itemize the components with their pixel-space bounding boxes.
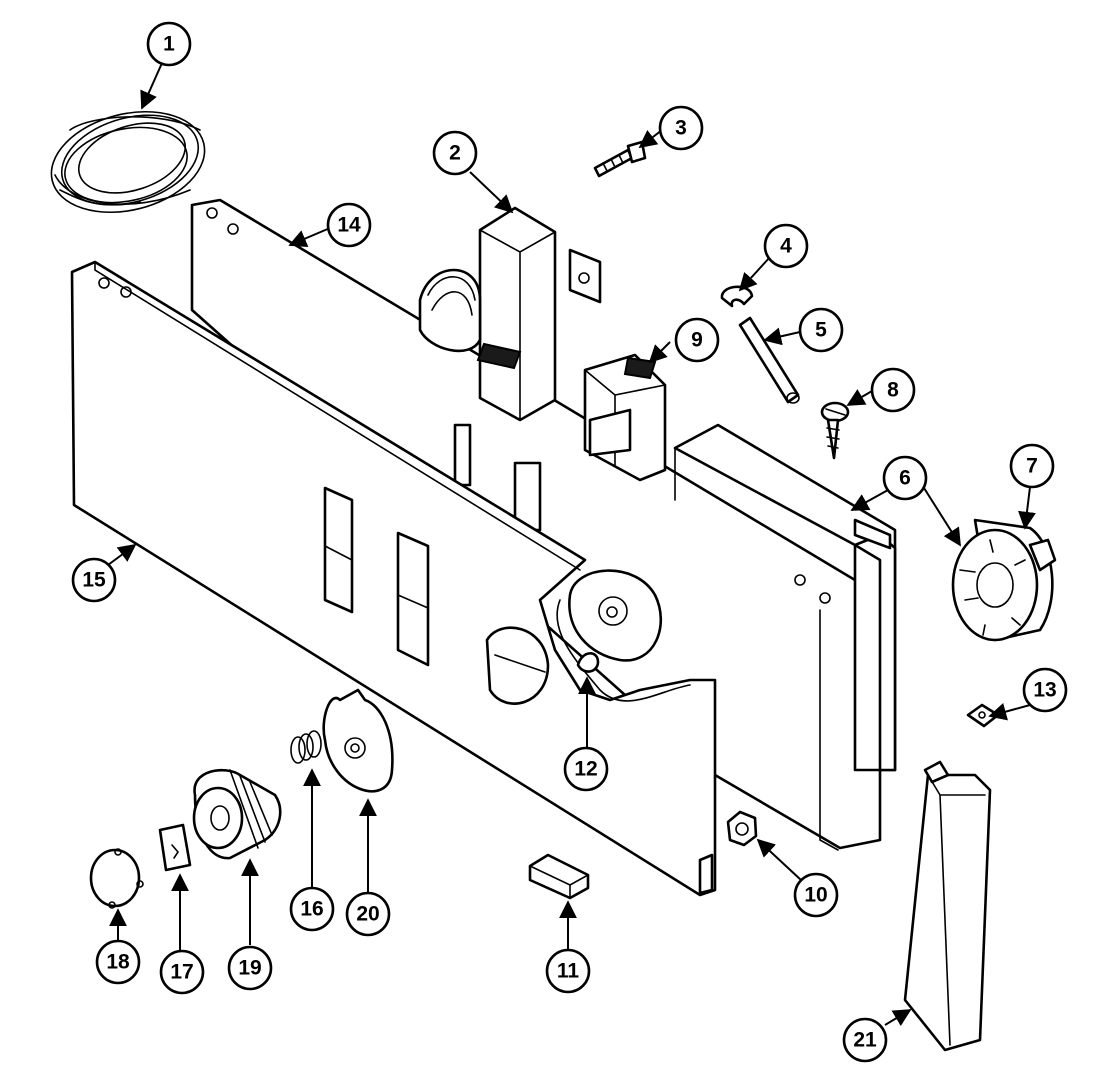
callout-1: 1 — [146, 21, 192, 67]
leader-lines — [107, 62, 1036, 1027]
svg-text:21: 21 — [853, 1029, 877, 1052]
callout-10: 10 — [793, 872, 839, 918]
wire-clip-part — [576, 652, 600, 673]
callout-7: 7 — [1009, 443, 1055, 489]
retaining-ring-part — [720, 285, 754, 308]
svg-text:18: 18 — [106, 951, 130, 974]
knob-cap-part — [89, 848, 144, 909]
console-body-part — [673, 423, 897, 772]
svg-text:4: 4 — [780, 235, 792, 258]
svg-text:16: 16 — [300, 898, 323, 921]
screw-part — [593, 140, 647, 178]
callout-9: 9 — [674, 317, 720, 363]
callout-14: 14 — [326, 202, 372, 248]
callout-11: 11 — [545, 948, 591, 994]
cam-disk-part — [322, 688, 394, 793]
knob-part — [192, 768, 282, 860]
svg-text:3: 3 — [675, 117, 687, 140]
svg-text:7: 7 — [1026, 455, 1038, 478]
callout-17: 17 — [159, 949, 205, 995]
spring-part — [290, 730, 322, 764]
svg-text:15: 15 — [82, 569, 106, 592]
front-control-panel-part — [70, 260, 717, 897]
timer-part — [951, 518, 1057, 642]
callout-15: 15 — [71, 557, 117, 603]
svg-text:8: 8 — [887, 379, 899, 402]
svg-text:14: 14 — [337, 214, 361, 237]
callout-18: 18 — [95, 939, 141, 985]
callout-5: 5 — [798, 307, 844, 353]
callout-20: 20 — [345, 891, 391, 937]
callout-8: 8 — [870, 367, 916, 413]
svg-text:20: 20 — [356, 903, 379, 926]
svg-text:17: 17 — [170, 961, 193, 984]
svg-text:2: 2 — [449, 142, 461, 165]
bracket-post-part — [418, 206, 602, 422]
svg-text:13: 13 — [1033, 679, 1056, 702]
indicator-plate-part — [158, 823, 192, 872]
callout-12: 12 — [563, 746, 609, 792]
svg-text:9: 9 — [691, 329, 703, 352]
svg-text:12: 12 — [574, 758, 597, 781]
svg-text:10: 10 — [804, 884, 827, 907]
svg-text:6: 6 — [899, 467, 911, 490]
callout-13: 13 — [1022, 667, 1068, 713]
callout-6: 6 — [882, 455, 928, 501]
nut-part — [726, 810, 758, 847]
wire-harness-part — [50, 110, 206, 214]
svg-text:19: 19 — [238, 957, 261, 980]
callout-21: 21 — [842, 1017, 888, 1063]
end-cap-part — [903, 760, 992, 1052]
callout-2: 2 — [432, 130, 478, 176]
pin-part — [738, 316, 800, 404]
svg-text:5: 5 — [815, 319, 827, 342]
callout-4: 4 — [763, 223, 809, 269]
switch-bracket-part — [583, 353, 667, 482]
callout-16: 16 — [289, 886, 335, 932]
svg-text:11: 11 — [557, 960, 580, 983]
callout-3: 3 — [658, 105, 704, 151]
callout-19: 19 — [227, 945, 273, 991]
svg-text:1: 1 — [163, 33, 175, 56]
screw-8-part — [820, 401, 850, 460]
pad-part — [528, 853, 590, 900]
